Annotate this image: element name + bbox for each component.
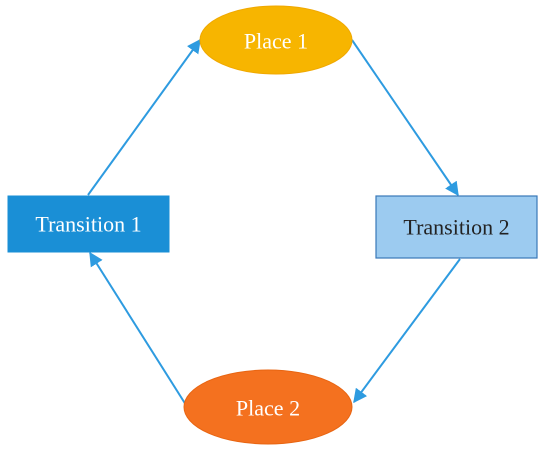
- transition-2-label: Transition 2: [403, 215, 509, 240]
- transition-1-label: Transition 1: [35, 212, 141, 237]
- place-1-node: Place 1: [199, 5, 353, 75]
- place-2-node: Place 2: [183, 369, 353, 445]
- edge-place1-to-transition2: [351, 39, 459, 197]
- edge-transition2-to-place2: [353, 258, 461, 404]
- transition-1-node: Transition 1: [7, 195, 170, 253]
- edge-place2-to-transition1: [89, 251, 187, 406]
- transition-1-rect: [7, 195, 170, 253]
- transition-2-rect: [375, 195, 538, 259]
- place-1-label: Place 1: [244, 29, 308, 54]
- place-1-ellipse: [199, 5, 353, 75]
- edge-transition1-to-place1: [87, 38, 201, 196]
- place-2-label: Place 2: [236, 396, 300, 421]
- place-2-ellipse: [183, 369, 353, 445]
- transition-2-node: Transition 2: [375, 195, 538, 259]
